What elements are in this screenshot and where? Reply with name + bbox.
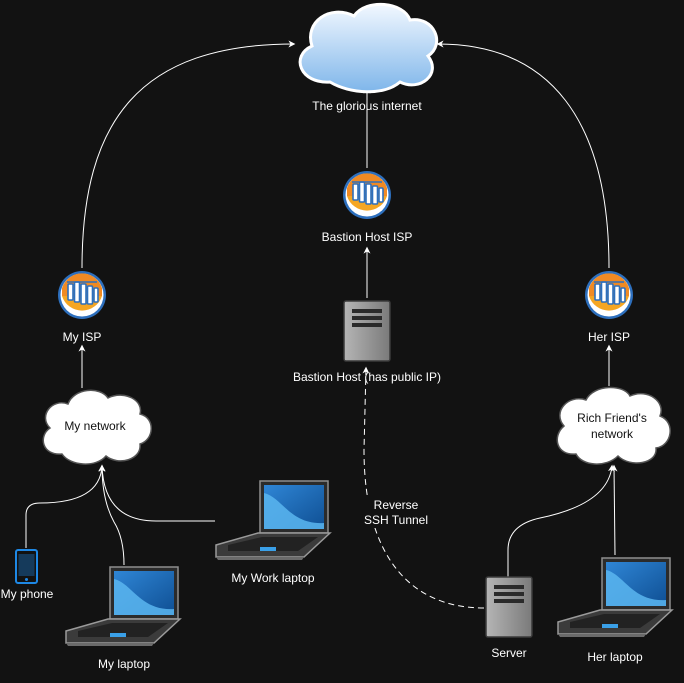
her-laptop-label: Her laptop — [587, 650, 643, 664]
my-network-node: My network — [42, 389, 152, 465]
work-laptop-node: My Work laptop — [215, 480, 331, 585]
reverse-ssh-tunnel-label: Reverse SSH Tunnel — [360, 496, 432, 528]
friend-network-label-line1: Rich Friend's — [577, 411, 647, 425]
isp-router-icon — [342, 170, 392, 220]
connections — [25, 40, 618, 609]
edge-my-isp-to-internet — [81, 40, 296, 269]
tunnel-label-line2: SSH Tunnel — [364, 513, 428, 527]
isp-router-icon — [584, 270, 634, 320]
her-isp-node: Her ISP — [584, 270, 634, 344]
isp-router-icon — [57, 270, 107, 320]
cloud-outline-icon — [42, 389, 152, 465]
server-icon — [343, 300, 391, 362]
my-network-label: My network — [64, 419, 126, 433]
server-label: Server — [491, 646, 526, 660]
edge-her-laptop-to-friend-network — [610, 464, 618, 556]
smartphone-icon — [15, 549, 38, 584]
friend-network-node: Rich Friend's network — [556, 386, 671, 465]
bastion-isp-label: Bastion Host ISP — [322, 230, 413, 244]
internet-node: The glorious internet — [298, 2, 439, 113]
edge-her-isp-to-internet — [436, 40, 610, 269]
her-isp-label: Her ISP — [588, 330, 630, 344]
cloud-outline-icon — [556, 386, 671, 465]
laptop-icon — [215, 480, 331, 561]
my-laptop-node: My laptop — [65, 566, 181, 671]
server-node: Server — [485, 576, 533, 660]
laptop-icon — [557, 557, 673, 638]
cloud-icon — [298, 2, 439, 94]
my-laptop-label: My laptop — [98, 657, 150, 671]
edge-reverse-ssh-tunnel — [362, 366, 485, 609]
server-icon — [485, 576, 533, 638]
bastion-isp-node: Bastion Host ISP — [322, 170, 413, 244]
internet-label: The glorious internet — [312, 99, 422, 113]
friend-network-label-line2: network — [591, 427, 634, 441]
edge-phone-to-my-network — [25, 464, 106, 548]
bastion-host-node: Bastion Host (has public IP) — [293, 300, 441, 384]
edge-work-laptop-to-my-network — [98, 464, 215, 522]
work-laptop-label: My Work laptop — [231, 571, 314, 585]
my-phone-label: My phone — [1, 587, 54, 601]
tunnel-label-line1: Reverse — [374, 498, 419, 512]
my-phone-node: My phone — [1, 549, 54, 601]
edge-server-to-friend-network — [507, 464, 615, 578]
edge-my-laptop-to-my-network — [98, 464, 125, 566]
bastion-host-label: Bastion Host (has public IP) — [293, 370, 441, 384]
my-isp-label: My ISP — [63, 330, 102, 344]
her-laptop-node: Her laptop — [557, 557, 673, 664]
laptop-icon — [65, 566, 181, 647]
my-isp-node: My ISP — [57, 270, 107, 344]
